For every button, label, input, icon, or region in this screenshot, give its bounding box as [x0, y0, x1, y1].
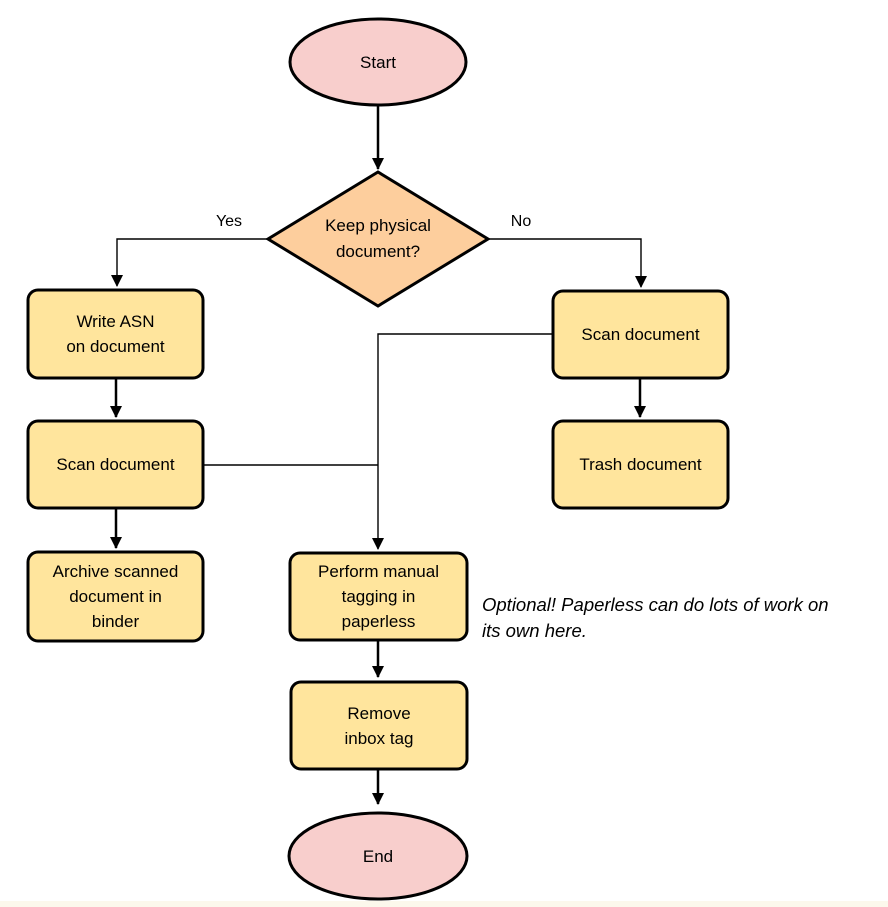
no-edge-label: No	[510, 213, 532, 230]
scan-right-box	[551, 289, 730, 380]
write-asn-box	[26, 288, 205, 380]
scan-left-box	[26, 419, 205, 510]
end-ellipse	[287, 811, 469, 901]
edge-scanright-to-tagging	[372, 333, 553, 550]
tagging-box	[288, 551, 469, 642]
edge-decision-no	[488, 238, 647, 288]
decision-diamond	[265, 170, 491, 308]
archive-box	[26, 550, 205, 643]
yes-edge-label: Yes	[215, 213, 243, 230]
start-ellipse	[288, 17, 468, 107]
bottom-edge-strip	[0, 901, 888, 907]
optional-annotation: Optional! Paperless can do lots of work …	[482, 594, 829, 641]
remove-inbox-box	[289, 680, 469, 771]
edge-decision-yes	[111, 238, 268, 287]
trash-box	[551, 419, 730, 510]
